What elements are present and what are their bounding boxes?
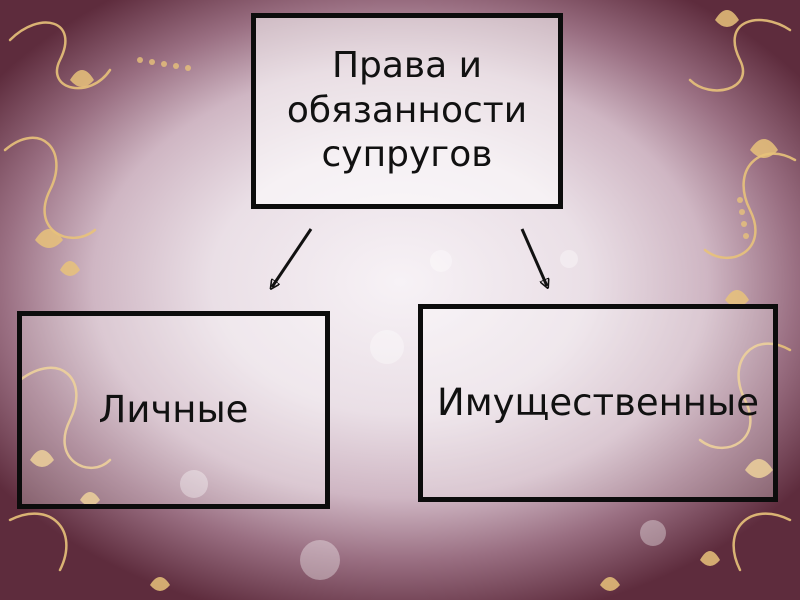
bokeh-light	[640, 520, 666, 546]
personal-rights-box: Личные	[17, 311, 330, 509]
bokeh-light	[300, 540, 340, 580]
bokeh-light	[430, 250, 452, 272]
personal-rights-label: Личные	[98, 388, 249, 432]
root-node-box: Права и обязанности супругов	[251, 13, 563, 209]
root-node-label: Права и обязанности супругов	[286, 45, 528, 176]
bokeh-light	[370, 330, 404, 364]
bokeh-light	[560, 250, 578, 268]
arrow-to-left-box	[272, 228, 313, 287]
bokeh-light	[180, 470, 208, 498]
arrow-to-right-box	[520, 228, 547, 286]
property-rights-box: Имущественные	[418, 304, 778, 502]
property-rights-label: Имущественные	[437, 381, 759, 425]
